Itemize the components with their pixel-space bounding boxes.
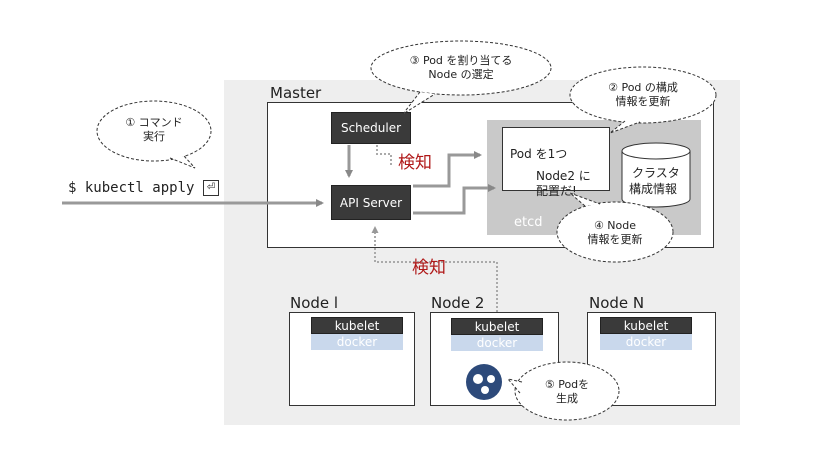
message-line3: 配置だ! (536, 184, 577, 198)
message-line2: Node2 に (536, 169, 591, 183)
detect-label-top: 検知 (398, 153, 432, 173)
node-n-docker: docker (600, 334, 692, 350)
message-line1: Pod を1つ (510, 147, 568, 161)
command-text: $ kubectl apply (68, 180, 195, 196)
assignment-message-box (502, 127, 610, 191)
bubble-1-text: ① コマンド 実行 (112, 116, 196, 144)
api-server-box: API Server (331, 185, 411, 220)
node-2-label: Node 2 (431, 294, 485, 312)
master-label: Master (270, 84, 322, 102)
node-2-docker: docker (451, 335, 543, 351)
node-1-docker: docker (311, 334, 403, 350)
node-n-kubelet: kubelet (600, 317, 692, 334)
bubble-4-text: ④ Node 情報を更新 (570, 219, 660, 247)
bubble-2-text: ② Pod の構成 情報を更新 (583, 81, 703, 109)
bubble-1-line2: 実行 (143, 130, 165, 143)
etcd-label: etcd (514, 215, 543, 230)
bubble-5-line2: 生成 (556, 392, 578, 405)
db-line2: 構成情報 (629, 182, 678, 196)
node-1-kubelet: kubelet (311, 317, 403, 334)
db-line1: クラスタ (632, 166, 680, 180)
bubble-4-line1: ④ Node (593, 219, 637, 232)
bubble-5-text: ⑤ Podを 生成 (527, 378, 607, 406)
scheduler-box: Scheduler (331, 112, 411, 144)
bubble-4-line2: 情報を更新 (587, 233, 643, 246)
node-1-label: Node l (290, 294, 339, 312)
node-2-kubelet: kubelet (451, 318, 543, 335)
bubble-2-line1: ② Pod の構成 (608, 81, 678, 94)
detect-label-bottom: 検知 (412, 258, 446, 278)
bubble-3-line1: ③ Pod を割り当てる (409, 54, 513, 67)
enter-key-icon: ⏎ (203, 180, 219, 196)
node-n-label: Node N (589, 294, 645, 312)
bubble-2-line2: 情報を更新 (615, 95, 671, 108)
bubble-3-text: ③ Pod を割り当てる Node の選定 (386, 54, 536, 82)
bubble-3-line2: Node の選定 (428, 68, 494, 81)
bubble-1-line1: ① コマンド (125, 116, 183, 129)
bubble-5-line1: ⑤ Podを (544, 378, 590, 391)
